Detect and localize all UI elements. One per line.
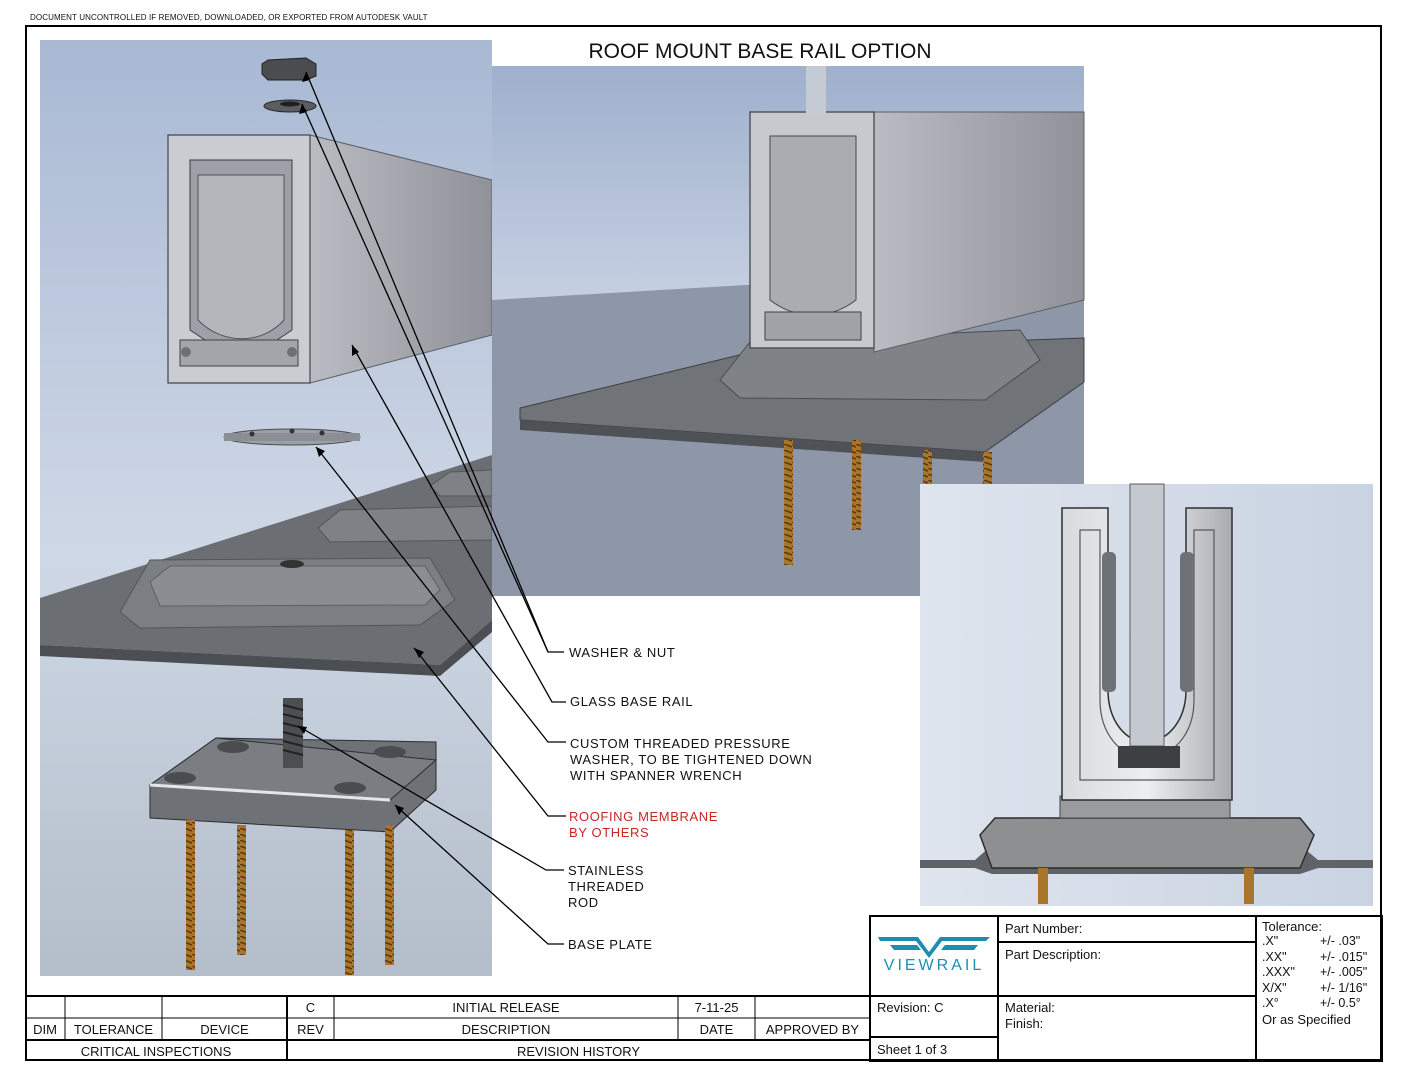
- inspection-tolerance-header: TOLERANCE: [73, 1022, 154, 1037]
- tolerance-value: +/- .03": [1320, 934, 1361, 948]
- tolerance-row: .X° +/- 0.5°: [1262, 996, 1378, 1012]
- tolerance-row: X/X" +/- 1/16": [1262, 981, 1378, 997]
- tolerance-key: .X": [1262, 934, 1279, 948]
- callout-line: WITH SPANNER WRENCH: [570, 768, 743, 783]
- tolerance-value: +/- .015": [1320, 949, 1368, 964]
- callout-line: BY OTHERS: [569, 825, 650, 840]
- callout-line: STAINLESS: [568, 863, 644, 878]
- exploded-view-panel: [40, 40, 493, 976]
- revision-approved-header: APPROVED BY: [765, 1022, 860, 1037]
- callout-pressure-washer: CUSTOM THREADED PRESSURE WASHER, TO BE T…: [570, 736, 812, 784]
- callout-washer-nut: WASHER & NUT: [569, 645, 676, 660]
- revision-description-value: INITIAL RELEASE: [452, 1000, 560, 1015]
- inspection-dim-header: DIM: [33, 1022, 57, 1037]
- viewrail-logo-mark: [878, 937, 990, 958]
- vault-banner: DOCUMENT UNCONTROLLED IF REMOVED, DOWNLO…: [30, 13, 428, 22]
- tolerance-value: +/- 0.5°: [1320, 996, 1361, 1010]
- tolerance-row: .XXX" +/- .005": [1262, 965, 1378, 981]
- tolerance-block: Tolerance: .X" +/- .03" .XX" +/- .015" .…: [1262, 919, 1378, 1027]
- inspection-device-header: DEVICE: [200, 1022, 249, 1037]
- revision-history-footer: REVISION HISTORY: [516, 1044, 641, 1059]
- part-description-label: Part Description:: [1005, 947, 1102, 962]
- tolerance-key: .XX": [1262, 949, 1287, 964]
- finish-label: Finish:: [1005, 1016, 1044, 1031]
- assembled-view-panel: [492, 66, 1085, 596]
- viewrail-logo-text: VIEWRAIL: [883, 957, 985, 974]
- tolerance-footer: Or as Specified: [1262, 1011, 1351, 1027]
- callout-threaded-rod: STAINLESS THREADED ROD: [568, 863, 644, 911]
- leader-lines: [297, 71, 566, 945]
- callout-line: CUSTOM THREADED PRESSURE: [570, 736, 791, 751]
- material-label: Material:: [1005, 1000, 1055, 1015]
- tolerance-label: Tolerance:: [1262, 919, 1322, 934]
- revision-rev-header: REV: [297, 1022, 324, 1037]
- callout-glass-base-rail: GLASS BASE RAIL: [570, 694, 694, 709]
- tolerance-key: .X°: [1262, 996, 1279, 1010]
- callout-base-plate: BASE PLATE: [568, 937, 653, 952]
- callout-line: WASHER, TO BE TIGHTENED DOWN: [570, 752, 813, 767]
- tolerance-value: +/- .005": [1320, 965, 1368, 979]
- revision-date-header: DATE: [699, 1022, 734, 1037]
- tolerance-key: X/X": [1262, 980, 1287, 995]
- tolerance-key: .XXX": [1262, 965, 1295, 979]
- drawing-border: [25, 25, 1382, 1061]
- callout-line: ROOFING MEMBRANE: [569, 809, 718, 824]
- critical-inspections-footer: CRITICAL INSPECTIONS: [80, 1044, 232, 1059]
- revision-date-value: 7-11-25: [694, 1000, 739, 1015]
- tolerance-row: .XX" +/- .015": [1262, 950, 1378, 966]
- sheet-label: Sheet 1 of 3: [877, 1042, 948, 1057]
- tolerance-value: +/- 1/16": [1320, 980, 1368, 995]
- part-number-label: Part Number:: [1005, 921, 1083, 936]
- callout-roofing-membrane: ROOFING MEMBRANE BY OTHERS: [569, 809, 718, 841]
- title-block-grid: [25, 915, 1383, 1062]
- revision-description-header: DESCRIPTION: [461, 1022, 551, 1037]
- revision-rev-value: C: [305, 1000, 316, 1015]
- section-view-panel: [920, 483, 1373, 906]
- callout-line: THREADED: [568, 879, 645, 894]
- callout-line: ROD: [568, 895, 599, 910]
- drawing-title: ROOF MOUNT BASE RAIL OPTION: [588, 40, 932, 63]
- tolerance-row: .X" +/- .03": [1262, 934, 1378, 950]
- revision-label: Revision: C: [877, 1000, 944, 1015]
